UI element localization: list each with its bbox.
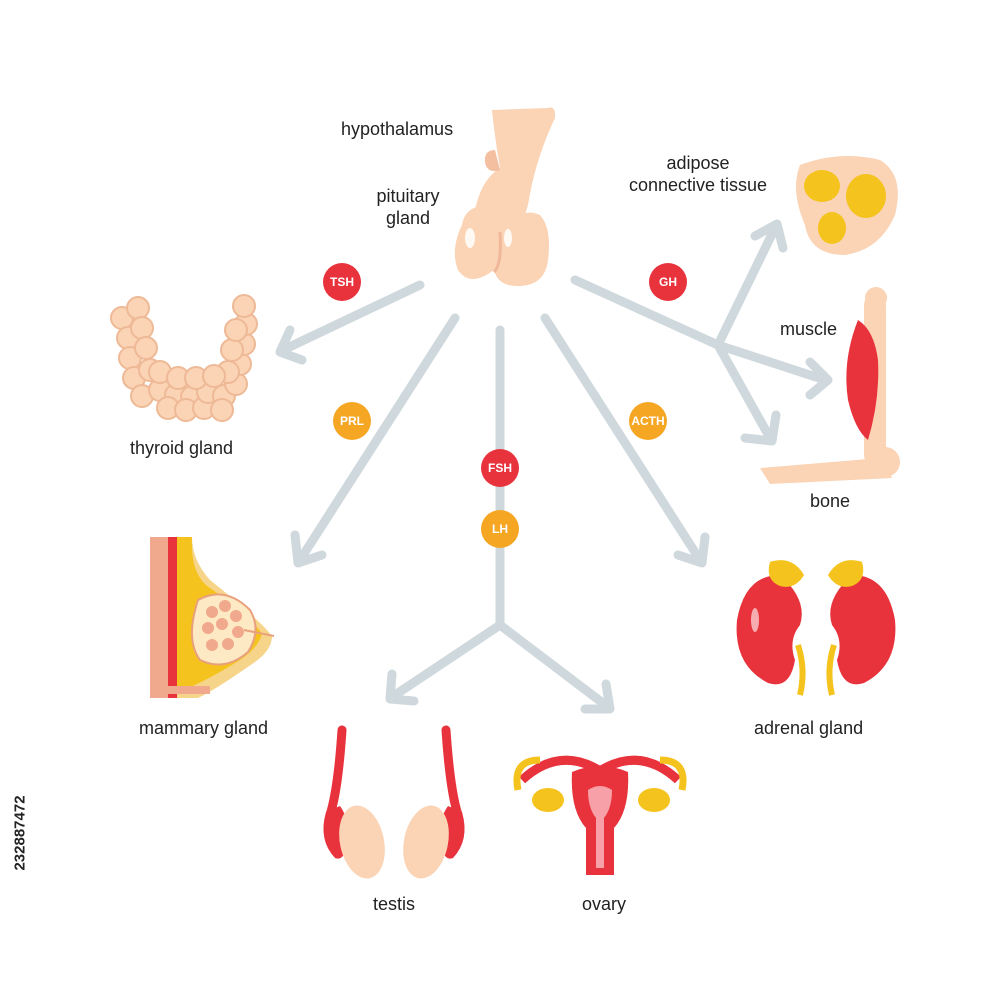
label-mammary-gland: mammary gland — [139, 718, 269, 738]
muscle-bone-illustration — [760, 287, 900, 484]
label-ovary: ovary — [582, 894, 627, 914]
arrow-acth — [540, 313, 705, 565]
badge-fsh: FSH — [481, 449, 519, 487]
arrow-tsh — [278, 280, 425, 355]
label-bone: bone — [810, 491, 851, 511]
arrow-testis — [387, 620, 505, 702]
label-thyroid-gland: thyroid gland — [130, 438, 234, 458]
arrow-prl — [295, 313, 460, 565]
arrow-gh-bone — [713, 340, 775, 443]
arrow-gh-muscle — [713, 340, 830, 385]
arrow-testis-head — [385, 669, 419, 706]
adipose-illustration — [796, 156, 898, 255]
arrow-gh-adipose-head — [750, 219, 788, 253]
badge-tsh: TSH — [323, 263, 361, 301]
adrenal-illustration — [736, 560, 896, 696]
arrow-gh-adipose — [713, 223, 780, 350]
pituitary-illustration — [454, 107, 556, 287]
label-pituitary-gland: pituitary gland — [376, 186, 440, 228]
testis-illustration — [323, 725, 465, 879]
label-hypothalamus: hypothalamus — [341, 119, 454, 139]
badge-acth: ACTH — [629, 402, 667, 440]
arrow-ovary-head — [580, 679, 615, 714]
label-testis: testis — [373, 894, 416, 914]
arrow-gh-muscle-head — [805, 357, 833, 400]
arrow-prl-head — [290, 530, 327, 568]
stock-id-text: 232887472 — [11, 794, 29, 871]
mammary-illustration — [150, 537, 275, 698]
label-adipose: adipose connective tissue — [628, 153, 768, 195]
label-muscle: muscle — [780, 319, 838, 339]
badge-prl: PRL — [333, 402, 371, 440]
arrow-ovary — [495, 620, 613, 712]
badge-gh: GH — [649, 263, 687, 301]
arrow-acth-head — [673, 532, 710, 568]
thyroid-illustration — [110, 294, 258, 422]
ovary-illustration — [513, 755, 687, 875]
arrow-tsh-head — [275, 325, 307, 365]
label-adrenal-gland: adrenal gland — [754, 718, 864, 738]
arrow-gh-bone-head — [740, 410, 781, 446]
arrow-gh — [570, 275, 723, 350]
stock-id: 232887472 — [2, 765, 38, 900]
badge-lh: LH — [481, 510, 519, 548]
